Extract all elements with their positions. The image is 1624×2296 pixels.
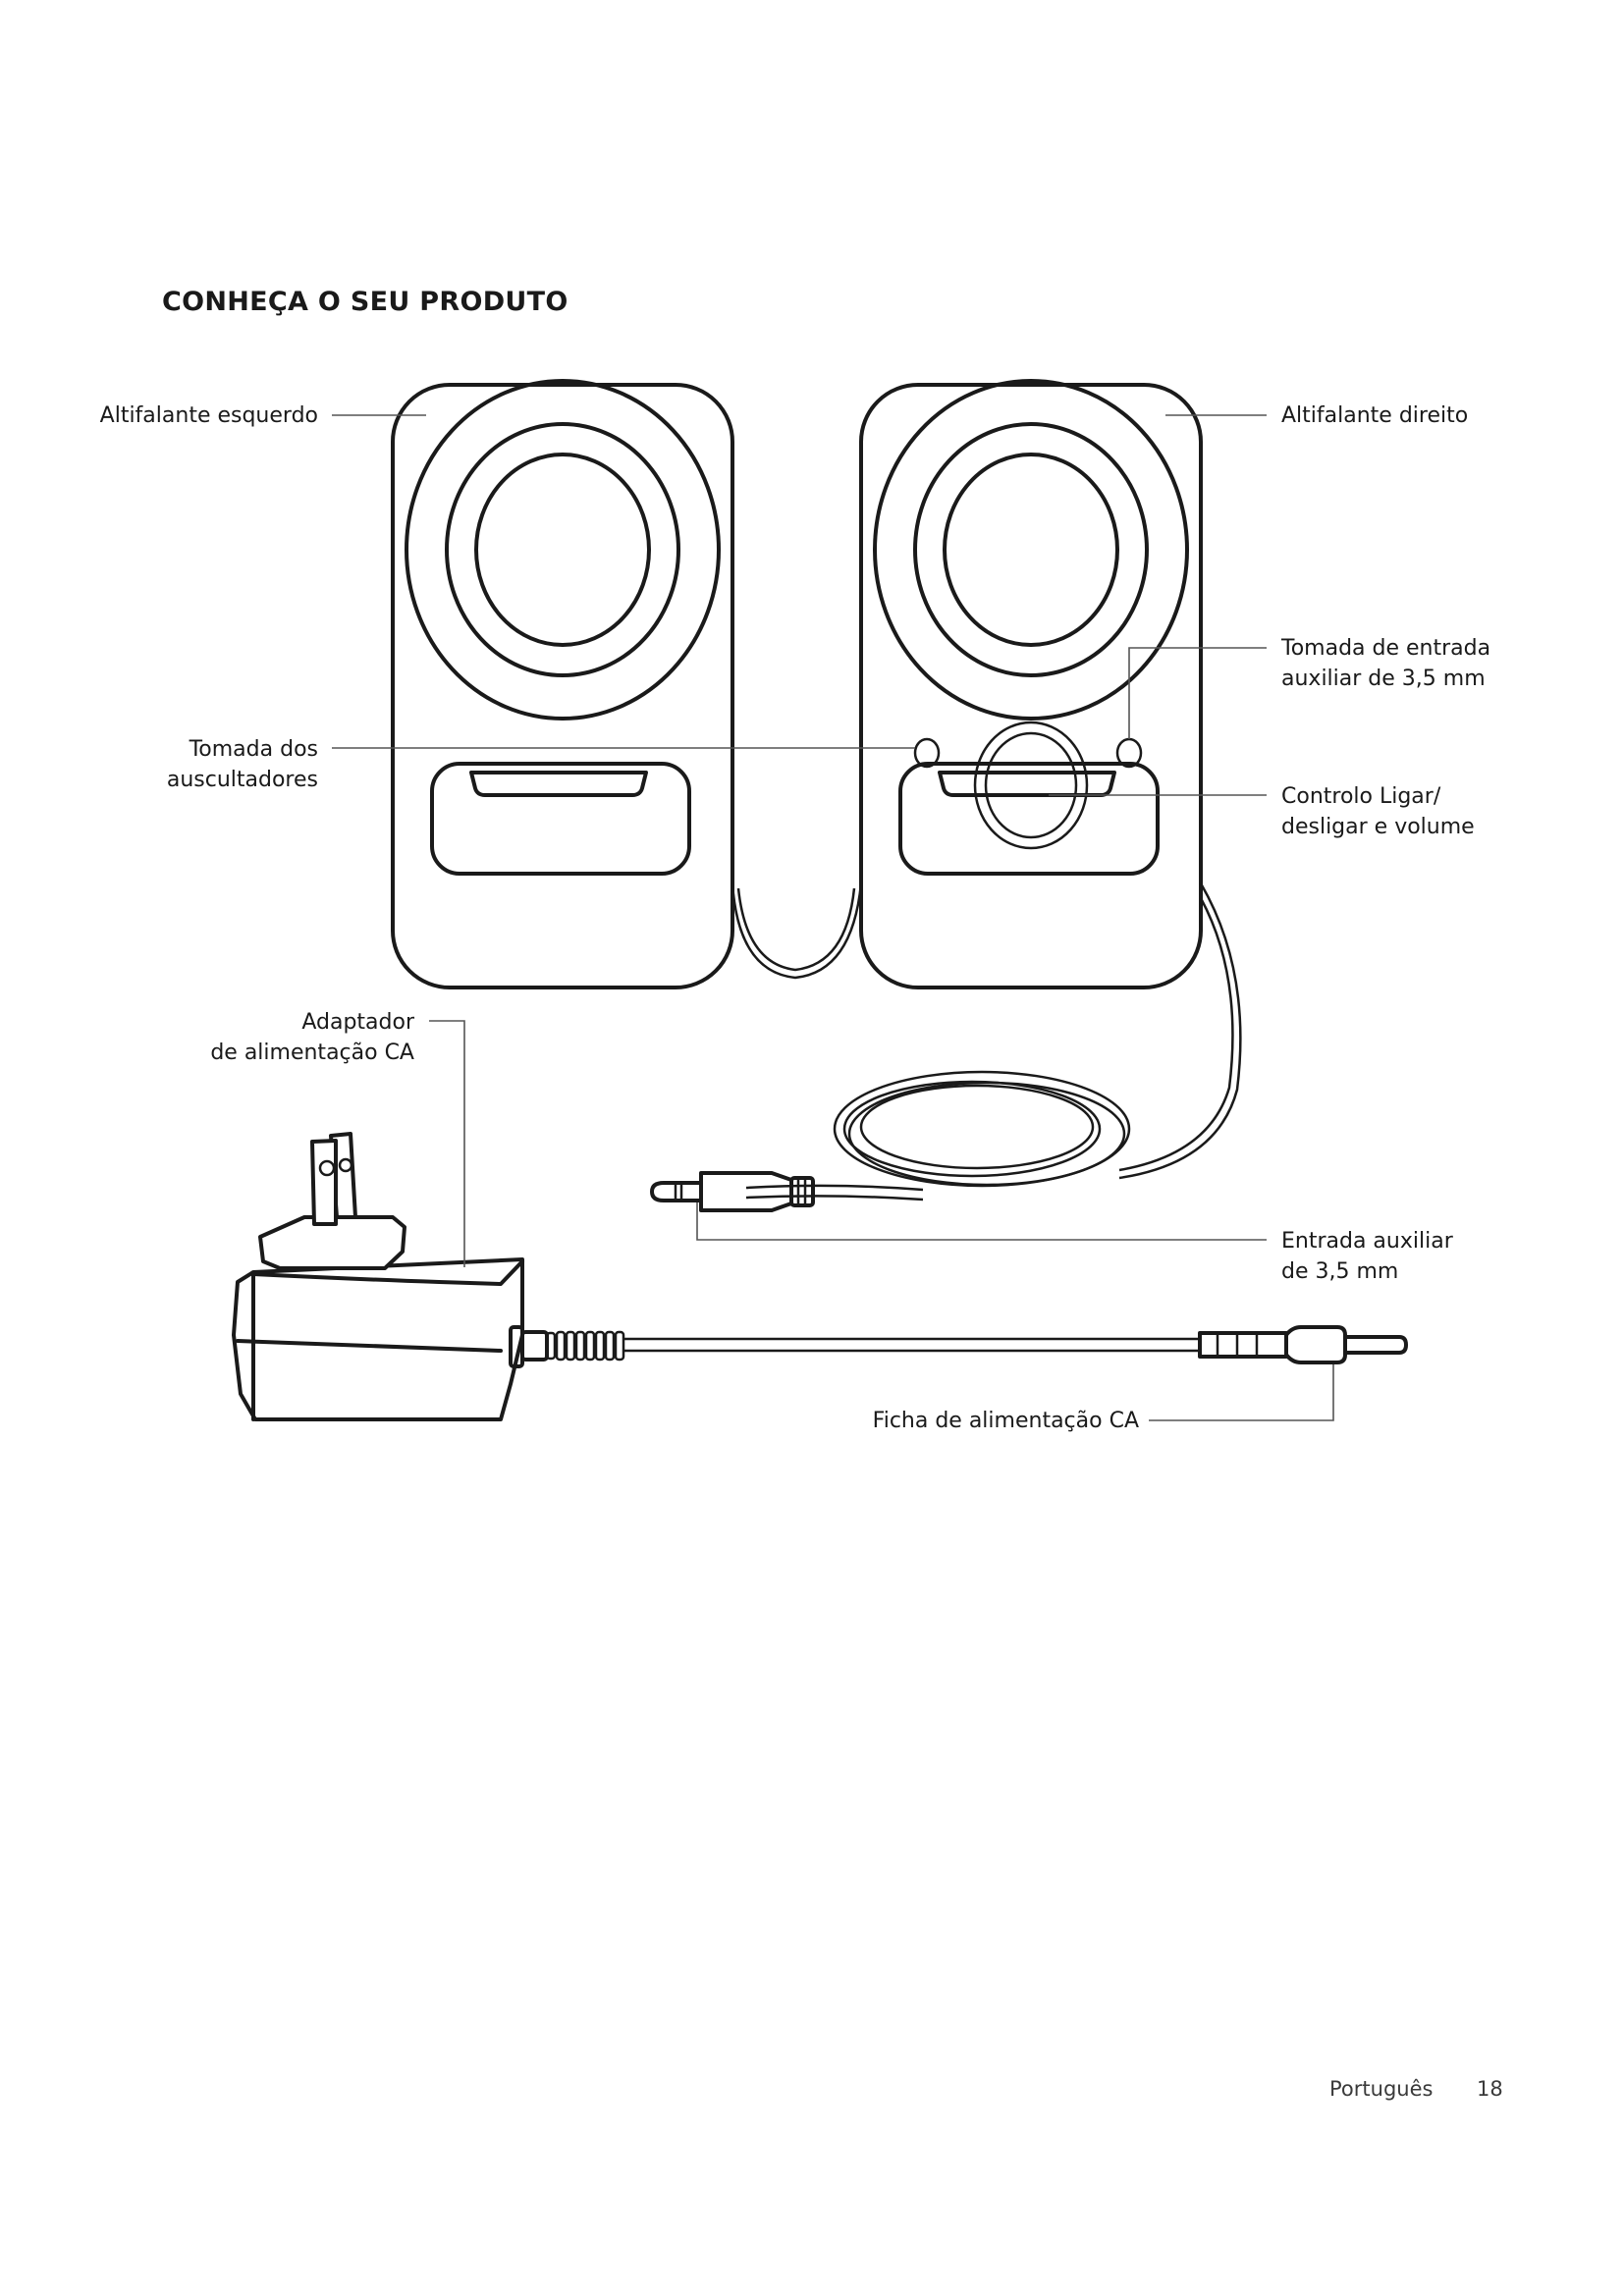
volume-knob-inner xyxy=(984,731,1078,839)
leader-ac-adapter xyxy=(429,1020,465,1267)
left-speaker xyxy=(391,379,734,989)
page-title: CONHEÇA O SEU PRODUTO xyxy=(162,287,568,317)
callout-right-speaker: Altifalante direito xyxy=(1281,403,1469,428)
leader-ac-power-plug xyxy=(1149,1364,1334,1421)
page-number: 18 xyxy=(1477,2077,1503,2101)
ac-power-plug xyxy=(1198,1325,1408,1364)
cable-coil xyxy=(745,1070,1131,1201)
callout-headphone-jack: Tomada dos auscultadores xyxy=(166,737,318,792)
strain-relief xyxy=(545,1330,625,1362)
leader-aux-input xyxy=(696,1202,1267,1241)
callout-left-speaker: Altifalante esquerdo xyxy=(99,403,318,428)
callout-ac-power-plug: Ficha de alimentação CA xyxy=(872,1409,1139,1433)
callout-aux-input-plug: Entrada auxiliar de 3,5 mm xyxy=(1281,1229,1453,1284)
headphone-jack xyxy=(913,737,941,769)
callout-ac-adapter: Adaptador de alimentação CA xyxy=(210,1010,414,1065)
footer-language: Português xyxy=(1329,2077,1434,2101)
volume-knob-outer xyxy=(973,721,1089,850)
leader-aux-in-jack xyxy=(1128,647,1267,739)
ac-adapter xyxy=(232,1132,1200,1421)
callout-power-volume: Controlo Ligar/ desligar e volume xyxy=(1281,784,1475,839)
right-speaker xyxy=(859,379,1203,989)
aux-plug xyxy=(650,1171,815,1212)
callout-aux-in-jack: Tomada de entrada auxiliar de 3,5 mm xyxy=(1281,636,1491,691)
